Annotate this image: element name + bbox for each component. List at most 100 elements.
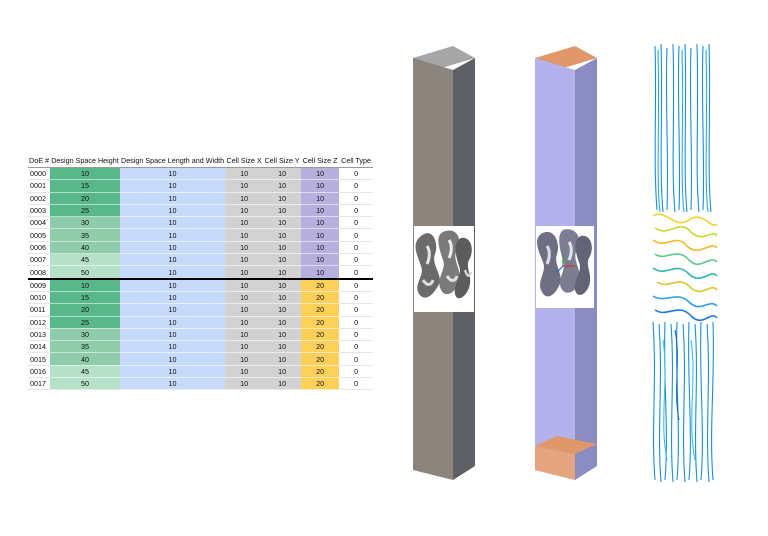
length-width-cell[interactable]: 10 <box>120 265 226 280</box>
doe-number-cell[interactable]: 0004 <box>28 216 50 230</box>
height-cell[interactable]: 35 <box>50 228 120 242</box>
length-width-cell[interactable]: 10 <box>120 278 226 292</box>
cell-size-z-cell[interactable]: 10 <box>301 192 340 205</box>
cell-size-y-cell[interactable]: 10 <box>263 228 302 242</box>
height-cell[interactable]: 35 <box>50 340 120 354</box>
doe-number-cell[interactable]: 0009 <box>28 278 50 292</box>
cell-size-x-cell[interactable]: 10 <box>225 278 264 292</box>
cell-size-x-cell[interactable]: 10 <box>225 216 264 230</box>
cell-size-z-cell[interactable]: 20 <box>301 278 340 292</box>
length-width-cell[interactable]: 10 <box>120 167 226 181</box>
cell-type-cell[interactable]: 0 <box>339 278 374 292</box>
cell-type-cell[interactable]: 0 <box>339 167 374 181</box>
cell-size-x-cell[interactable]: 10 <box>225 192 264 205</box>
height-cell[interactable]: 10 <box>50 167 120 181</box>
cell-size-y-cell[interactable]: 10 <box>263 216 302 230</box>
cell-size-y-cell[interactable]: 10 <box>263 352 302 366</box>
doe-number-cell[interactable]: 0016 <box>28 365 50 379</box>
height-cell[interactable]: 30 <box>50 328 120 342</box>
cell-type-cell[interactable]: 0 <box>339 365 374 379</box>
cell-size-y-cell[interactable]: 10 <box>263 328 302 342</box>
cell-size-z-cell[interactable]: 20 <box>301 377 340 391</box>
cell-size-z-cell[interactable]: 10 <box>301 253 340 267</box>
height-cell[interactable]: 45 <box>50 365 120 379</box>
cell-size-z-cell[interactable]: 10 <box>301 265 340 280</box>
cell-type-cell[interactable]: 0 <box>339 316 374 329</box>
cell-size-x-cell[interactable]: 10 <box>225 328 264 342</box>
cell-size-y-cell[interactable]: 10 <box>263 265 302 280</box>
cell-size-y-cell[interactable]: 10 <box>263 365 302 379</box>
cell-size-z-cell[interactable]: 20 <box>301 340 340 354</box>
cell-size-x-cell[interactable]: 10 <box>225 365 264 379</box>
height-cell[interactable]: 50 <box>50 377 120 391</box>
height-cell[interactable]: 45 <box>50 253 120 267</box>
cell-size-y-cell[interactable]: 10 <box>263 278 302 292</box>
cell-size-z-cell[interactable]: 20 <box>301 291 340 305</box>
cell-size-y-cell[interactable]: 10 <box>263 340 302 354</box>
header-cell-size-x[interactable]: Cell Size X <box>225 154 264 168</box>
cell-size-z-cell[interactable]: 10 <box>301 241 340 255</box>
cell-type-cell[interactable]: 0 <box>339 377 374 391</box>
header-cell-size-z[interactable]: Cell Size Z <box>301 154 340 168</box>
height-cell[interactable]: 50 <box>50 265 120 280</box>
length-width-cell[interactable]: 10 <box>120 192 226 205</box>
height-cell[interactable]: 25 <box>50 204 120 218</box>
length-width-cell[interactable]: 10 <box>120 179 226 193</box>
length-width-cell[interactable]: 10 <box>120 316 226 329</box>
cell-type-cell[interactable]: 0 <box>339 303 374 317</box>
cell-size-z-cell[interactable]: 10 <box>301 228 340 242</box>
doe-number-cell[interactable]: 0017 <box>28 377 50 391</box>
length-width-cell[interactable]: 10 <box>120 216 226 230</box>
doe-number-cell[interactable]: 0014 <box>28 340 50 354</box>
cell-size-z-cell[interactable]: 20 <box>301 352 340 366</box>
cell-size-z-cell[interactable]: 20 <box>301 316 340 329</box>
length-width-cell[interactable]: 10 <box>120 352 226 366</box>
cell-size-y-cell[interactable]: 10 <box>263 377 302 391</box>
doe-number-cell[interactable]: 0015 <box>28 352 50 366</box>
doe-number-cell[interactable]: 0003 <box>28 204 50 218</box>
cell-type-cell[interactable]: 0 <box>339 179 374 193</box>
length-width-cell[interactable]: 10 <box>120 228 226 242</box>
cell-size-x-cell[interactable]: 10 <box>225 291 264 305</box>
length-width-cell[interactable]: 10 <box>120 303 226 317</box>
height-cell[interactable]: 40 <box>50 352 120 366</box>
cell-size-y-cell[interactable]: 10 <box>263 316 302 329</box>
length-width-cell[interactable]: 10 <box>120 340 226 354</box>
header-cell-type[interactable]: Cell Type <box>339 154 374 168</box>
cell-size-x-cell[interactable]: 10 <box>225 352 264 366</box>
cell-size-z-cell[interactable]: 20 <box>301 365 340 379</box>
cell-size-x-cell[interactable]: 10 <box>225 179 264 193</box>
height-cell[interactable]: 10 <box>50 278 120 292</box>
doe-number-cell[interactable]: 0002 <box>28 192 50 205</box>
cell-type-cell[interactable]: 0 <box>339 253 374 267</box>
doe-number-cell[interactable]: 0005 <box>28 228 50 242</box>
cell-size-x-cell[interactable]: 10 <box>225 228 264 242</box>
doe-number-cell[interactable]: 0000 <box>28 167 50 181</box>
length-width-cell[interactable]: 10 <box>120 253 226 267</box>
cell-size-x-cell[interactable]: 10 <box>225 167 264 181</box>
cell-size-y-cell[interactable]: 10 <box>263 179 302 193</box>
length-width-cell[interactable]: 10 <box>120 377 226 391</box>
cell-size-x-cell[interactable]: 10 <box>225 253 264 267</box>
doe-number-cell[interactable]: 0010 <box>28 291 50 305</box>
cell-size-z-cell[interactable]: 20 <box>301 328 340 342</box>
cell-size-z-cell[interactable]: 10 <box>301 179 340 193</box>
cell-size-x-cell[interactable]: 10 <box>225 316 264 329</box>
header-design-space-length-width[interactable]: Design Space Length and Width <box>120 154 226 168</box>
cell-type-cell[interactable]: 0 <box>339 340 374 354</box>
cell-size-y-cell[interactable]: 10 <box>263 204 302 218</box>
cell-type-cell[interactable]: 0 <box>339 265 374 280</box>
